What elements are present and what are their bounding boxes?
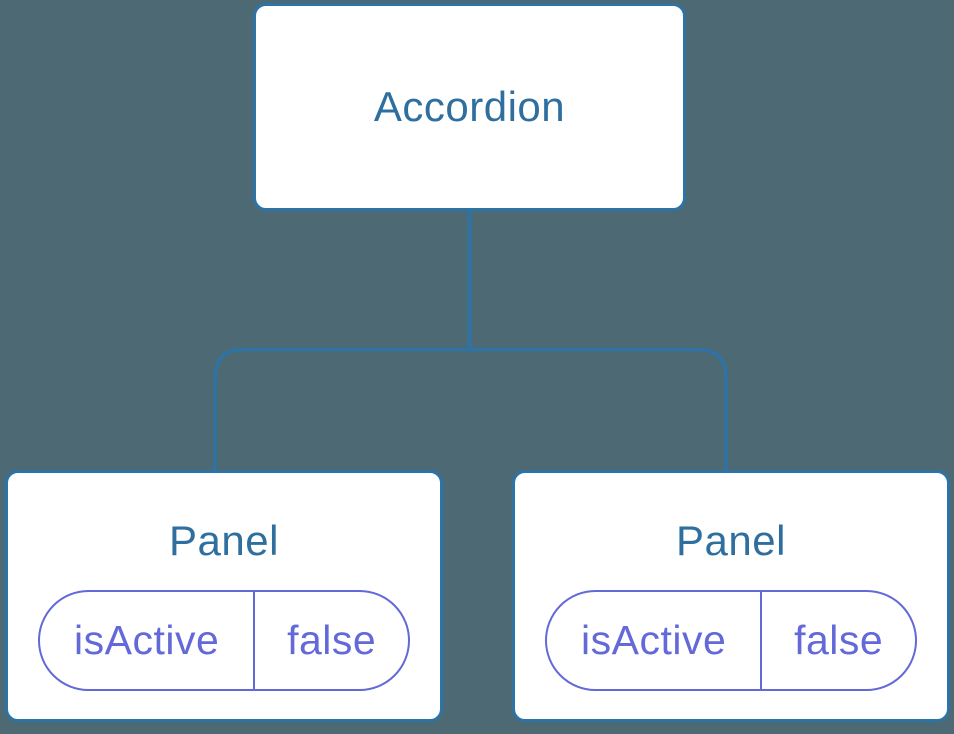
panel-node-left: Panel isActive false	[5, 470, 443, 722]
accordion-node: Accordion	[253, 3, 686, 211]
state-pill: isActive false	[38, 590, 410, 691]
connector-bracket	[213, 347, 728, 472]
state-pill: isActive false	[545, 590, 917, 691]
panel-node-label: Panel	[676, 517, 786, 564]
state-value: false	[287, 617, 377, 663]
accordion-node-label: Accordion	[373, 82, 566, 130]
panel-node-right: Panel isActive false	[512, 470, 950, 722]
state-value: false	[794, 617, 884, 663]
state-name: isActive	[40, 592, 256, 689]
state-name: isActive	[547, 592, 763, 689]
panel-node-label: Panel	[169, 517, 279, 564]
